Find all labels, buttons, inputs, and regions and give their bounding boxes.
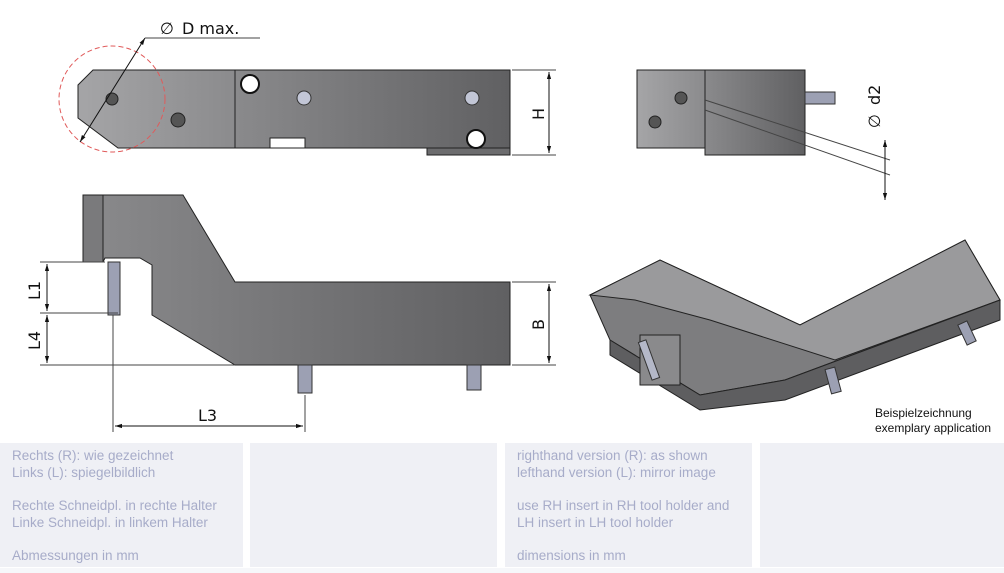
caption-line1: Beispielzeichnung (875, 406, 972, 420)
l1-label: L1 (25, 281, 44, 300)
technical-drawing: ∅ D max. H ∅ d2 L1 L4 B (25, 19, 1001, 435)
notes-panel-german: Rechts (R): wie gezeichnet Links (L): sp… (0, 443, 243, 567)
l4-label: L4 (25, 331, 44, 350)
h-label: H (529, 108, 548, 120)
end-view: ∅ d2 (636, 69, 891, 200)
note-line: Rechts (R): wie gezeichnet (12, 448, 174, 463)
l3-label: L3 (198, 406, 217, 425)
caption-line2: exemplary application (875, 421, 991, 435)
isometric-view: Beispielzeichnung exemplary application (588, 239, 1001, 435)
note-line: Linke Schneidpl. in linkem Halter (12, 515, 208, 530)
note-line: Links (L): spiegelbildlich (12, 465, 156, 480)
d2-diameter-symbol: ∅ (865, 114, 884, 128)
note-line: Rechte Schneidpl. in rechte Halter (12, 498, 217, 513)
empty-panel (760, 443, 1004, 567)
bottom-strip (0, 568, 1004, 573)
top-view: ∅ D max. H (58, 19, 556, 156)
side-view: L1 L4 B L3 (25, 194, 556, 432)
note-line: use RH insert in RH tool holder and (517, 498, 730, 513)
note-footer: Abmessungen in mm (12, 548, 139, 563)
d2-label: d2 (865, 85, 884, 105)
dmax-label: D max. (182, 19, 239, 38)
notes-panel-english: righthand version (R): as shown lefthand… (505, 443, 752, 567)
empty-panel (250, 443, 497, 567)
dmax-diameter-symbol: ∅ (160, 19, 174, 38)
note-line: lefthand version (L): mirror image (517, 465, 716, 480)
b-label: B (529, 319, 548, 330)
note-line: LH insert in LH tool holder (517, 515, 674, 530)
note-line: righthand version (R): as shown (517, 448, 708, 463)
note-footer: dimensions in mm (517, 548, 626, 563)
